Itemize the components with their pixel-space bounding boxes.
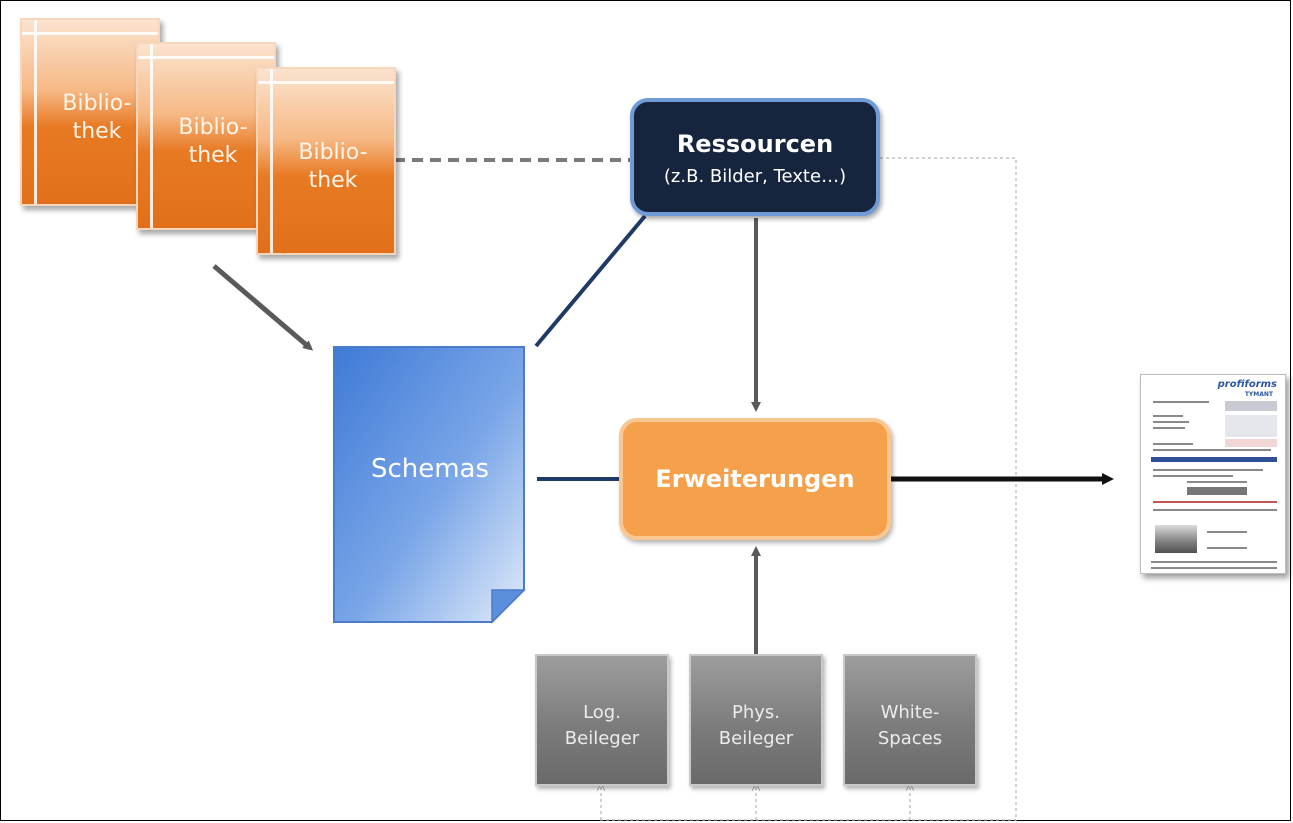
library-label-line2: thek bbox=[72, 119, 122, 144]
library-label: Biblio- thek bbox=[272, 139, 394, 195]
document-line bbox=[1153, 449, 1271, 451]
document-brand-sub: TYMANT bbox=[1244, 391, 1273, 398]
document-line bbox=[1153, 475, 1233, 477]
document-line bbox=[1153, 401, 1209, 403]
module-white-spaces: White- Spaces bbox=[843, 654, 977, 786]
module-label: Phys. Beileger bbox=[691, 700, 821, 752]
library-book-3: Biblio- thek bbox=[256, 67, 396, 255]
erweiterungen-box: Erweiterungen bbox=[619, 418, 891, 540]
schemas-fold-corner bbox=[491, 589, 526, 624]
module-label-line2: Spaces bbox=[877, 728, 943, 749]
document-line bbox=[1153, 501, 1277, 503]
module-label: White- Spaces bbox=[845, 700, 975, 752]
output-document-thumbnail: profiforms TYMANT bbox=[1140, 374, 1286, 574]
document-line bbox=[1153, 421, 1189, 423]
library-label-line1: Biblio- bbox=[298, 140, 368, 165]
document-info-block bbox=[1225, 415, 1277, 437]
library-label: Biblio- thek bbox=[152, 114, 274, 170]
ressourcen-box: Ressourcen (z.B. Bilder, Texte…) bbox=[630, 98, 880, 216]
document-line bbox=[1153, 469, 1263, 471]
document-car-image bbox=[1155, 525, 1197, 553]
document-table-header bbox=[1151, 457, 1277, 462]
library-label-line2: thek bbox=[188, 143, 238, 168]
document-line bbox=[1151, 567, 1277, 569]
module-log-beileger: Log. Beileger bbox=[535, 654, 669, 786]
module-label-line2: Beileger bbox=[564, 728, 640, 749]
document-image-strip bbox=[1187, 487, 1247, 495]
document-line bbox=[1207, 531, 1247, 533]
document-line bbox=[1153, 427, 1185, 429]
library-label-line2: thek bbox=[308, 168, 358, 193]
document-info-block bbox=[1225, 401, 1277, 411]
module-label-line1: Phys. bbox=[731, 702, 780, 723]
library-book-2: Biblio- thek bbox=[136, 42, 276, 230]
ressourcen-subtitle: (z.B. Bilder, Texte…) bbox=[663, 166, 847, 187]
document-line bbox=[1153, 415, 1183, 417]
document-brand-logo: profiforms bbox=[1217, 379, 1277, 390]
document-line bbox=[1187, 481, 1247, 483]
schemas-ressourcen-connector bbox=[534, 214, 647, 348]
module-phys-beileger: Phys. Beileger bbox=[689, 654, 823, 786]
module-label-line1: White- bbox=[880, 702, 940, 723]
document-line bbox=[1207, 547, 1247, 549]
library-label: Biblio- thek bbox=[36, 90, 158, 146]
library-to-schemas-arrow bbox=[212, 264, 314, 351]
document-line bbox=[1153, 509, 1277, 511]
module-label-line1: Log. bbox=[583, 702, 621, 723]
schemas-label: Schemas bbox=[370, 454, 490, 484]
document-line bbox=[1151, 561, 1277, 563]
dotted-return-line bbox=[880, 157, 1017, 821]
ressourcen-title: Ressourcen bbox=[676, 130, 834, 158]
schemas-document: Schemas bbox=[333, 346, 527, 624]
document-line bbox=[1153, 443, 1193, 445]
module-label: Log. Beileger bbox=[537, 700, 667, 752]
module-label-line2: Beileger bbox=[718, 728, 794, 749]
library-label-line1: Biblio- bbox=[178, 115, 248, 140]
library-label-line1: Biblio- bbox=[62, 91, 132, 116]
document-info-block bbox=[1225, 439, 1277, 447]
